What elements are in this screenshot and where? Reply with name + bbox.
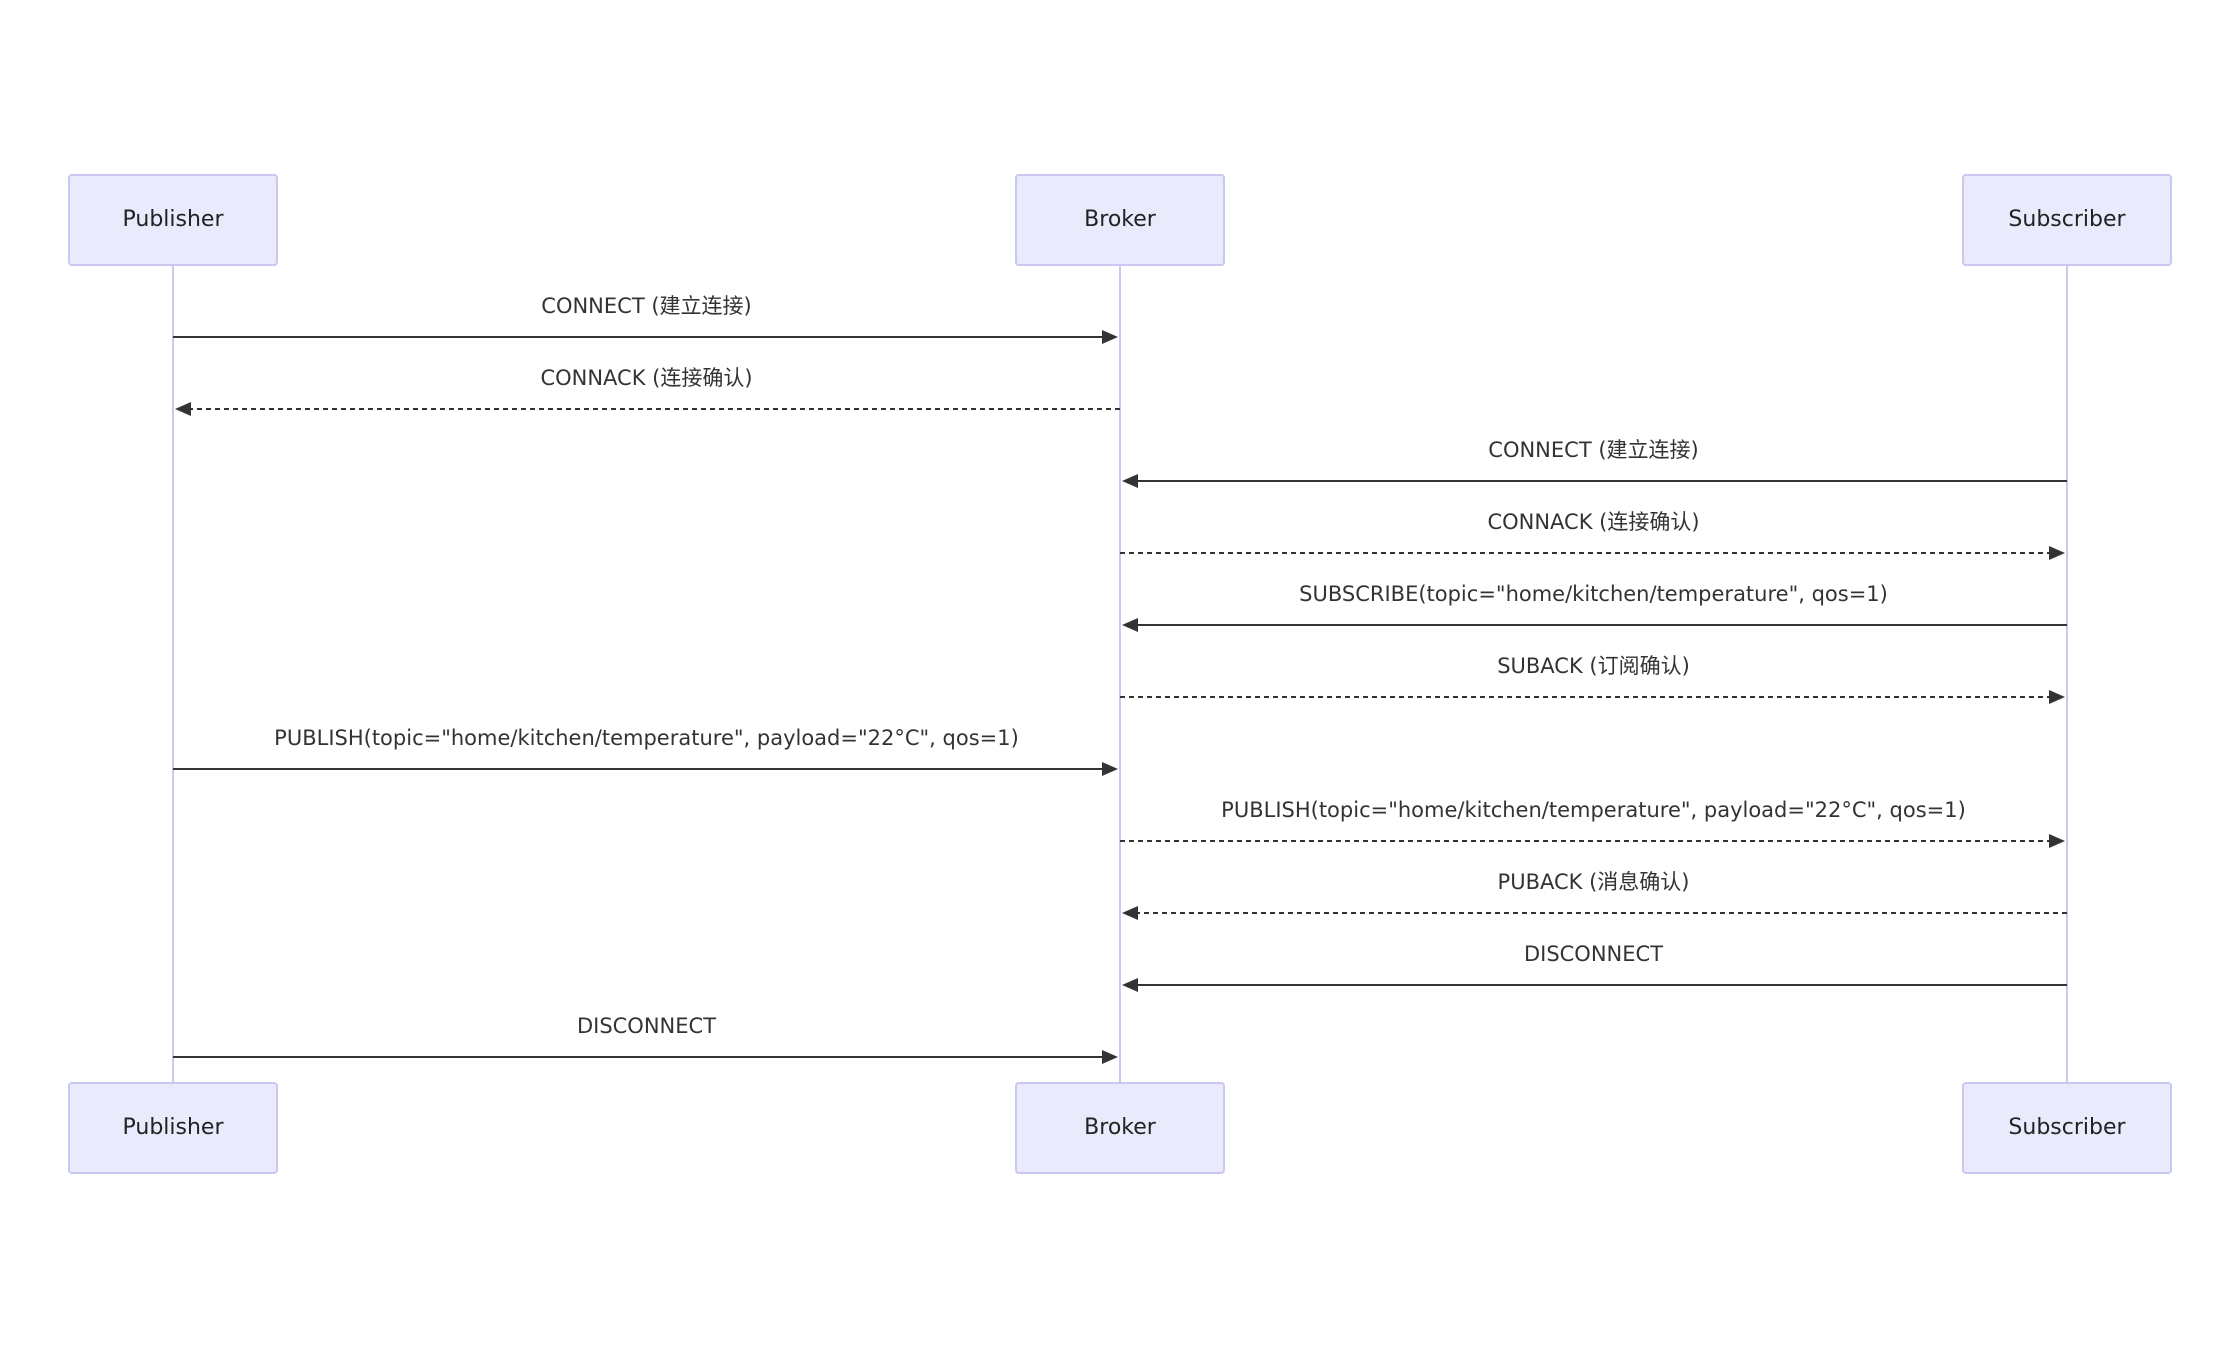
message-label: DISCONNECT bbox=[1524, 942, 1663, 966]
message-label: PUBLISH(topic="home/kitchen/temperature"… bbox=[1221, 798, 1966, 822]
arrowhead-icon bbox=[2049, 834, 2065, 848]
actor-label: Subscriber bbox=[2008, 207, 2126, 232]
message-label: CONNACK (连接确认) bbox=[540, 366, 752, 390]
arrowhead-icon bbox=[1122, 618, 1138, 632]
actor-box bbox=[1015, 174, 1225, 266]
actor-broker-top: Broker bbox=[1015, 174, 1225, 266]
message-4: CONNACK (连接确认) bbox=[1120, 510, 2065, 560]
actor-label: Publisher bbox=[123, 1115, 225, 1140]
actor-publisher-top: Publisher bbox=[68, 174, 278, 266]
messages: CONNECT (建立连接) CONNACK (连接确认) CONNECT (建立连… bbox=[173, 294, 2067, 1064]
actor-box bbox=[68, 174, 278, 266]
message-6: SUBACK (订阅确认) bbox=[1120, 654, 2065, 704]
actor-label: Broker bbox=[1084, 207, 1157, 232]
arrowhead-icon bbox=[1122, 906, 1138, 920]
actor-broker-bottom: Broker bbox=[1015, 1082, 1225, 1174]
message-11: DISCONNECT bbox=[173, 1014, 1118, 1064]
message-label: SUBSCRIBE(topic="home/kitchen/temperatur… bbox=[1299, 582, 1888, 606]
message-label: PUBLISH(topic="home/kitchen/temperature"… bbox=[274, 726, 1019, 750]
lifelines bbox=[172, 265, 2068, 1083]
arrowhead-icon bbox=[175, 402, 191, 416]
arrowhead-icon bbox=[1102, 1050, 1118, 1064]
arrowhead-icon bbox=[1122, 474, 1138, 488]
message-8: PUBLISH(topic="home/kitchen/temperature"… bbox=[1120, 798, 2065, 848]
message-label: DISCONNECT bbox=[577, 1014, 716, 1038]
actor-publisher-bottom: Publisher bbox=[68, 1082, 278, 1174]
arrowhead-icon bbox=[2049, 546, 2065, 560]
actor-subscriber-bottom: Subscriber bbox=[1962, 1082, 2172, 1174]
message-9: PUBACK (消息确认) bbox=[1122, 870, 2067, 920]
actors-bottom: Publisher Broker Subscriber bbox=[68, 1082, 2172, 1174]
message-5: SUBSCRIBE(topic="home/kitchen/temperatur… bbox=[1122, 582, 2067, 632]
message-label: CONNACK (连接确认) bbox=[1487, 510, 1699, 534]
arrowhead-icon bbox=[1102, 762, 1118, 776]
arrowhead-icon bbox=[1122, 978, 1138, 992]
message-label: SUBACK (订阅确认) bbox=[1497, 654, 1690, 678]
message-label: PUBACK (消息确认) bbox=[1498, 870, 1690, 894]
actor-label: Broker bbox=[1084, 1115, 1157, 1140]
message-3: CONNECT (建立连接) bbox=[1122, 438, 2067, 488]
actors-top: Publisher Broker Subscriber bbox=[68, 174, 2172, 266]
actor-label: Publisher bbox=[123, 207, 225, 232]
message-1: CONNECT (建立连接) bbox=[173, 294, 1118, 344]
actor-box bbox=[68, 1082, 278, 1174]
message-2: CONNACK (连接确认) bbox=[175, 366, 1120, 416]
arrowhead-icon bbox=[2049, 690, 2065, 704]
arrowhead-icon bbox=[1102, 330, 1118, 344]
actor-box bbox=[1015, 1082, 1225, 1174]
message-10: DISCONNECT bbox=[1122, 942, 2067, 992]
actor-box bbox=[1962, 1082, 2172, 1174]
message-label: CONNECT (建立连接) bbox=[1488, 438, 1698, 462]
message-label: CONNECT (建立连接) bbox=[541, 294, 751, 318]
message-7: PUBLISH(topic="home/kitchen/temperature"… bbox=[173, 726, 1118, 776]
actor-label: Subscriber bbox=[2008, 1115, 2126, 1140]
actor-subscriber-top: Subscriber bbox=[1962, 174, 2172, 266]
actor-box bbox=[1962, 174, 2172, 266]
